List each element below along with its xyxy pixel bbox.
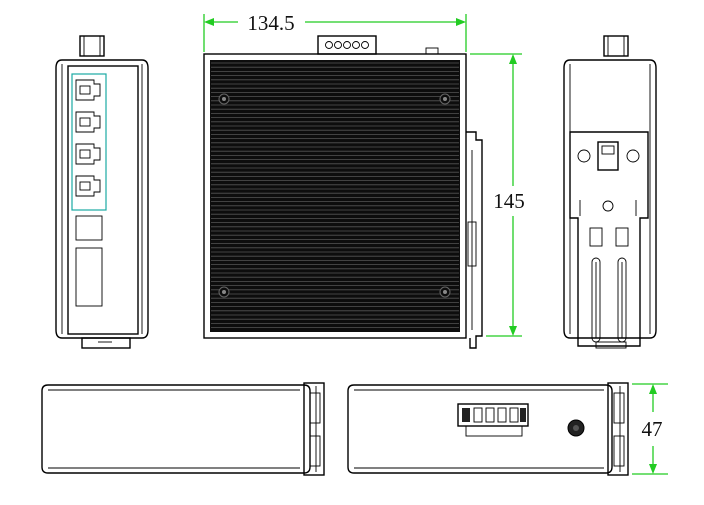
top-view <box>41 382 325 476</box>
bottom-end-clip <box>607 382 629 476</box>
rj45-port-2 <box>75 111 101 133</box>
bracket-latch <box>597 141 619 171</box>
rj45-port-4 <box>75 175 101 197</box>
depth-dimension-label: 47 <box>642 417 663 441</box>
front-panel <box>67 65 139 335</box>
heat-sink-body <box>203 53 467 339</box>
sfp-slot <box>75 247 103 307</box>
din-clip-profile <box>466 131 483 349</box>
front-bottom-clip <box>81 337 131 349</box>
port-block-highlight <box>71 73 107 211</box>
screw-top-right <box>439 93 451 105</box>
front-top-clip <box>79 35 105 57</box>
side-view <box>203 35 483 349</box>
screw-top-left <box>218 93 230 105</box>
screw-bottom-right <box>439 286 451 298</box>
height-dimension: 145 <box>470 53 525 337</box>
bottom-view <box>347 382 629 476</box>
front-view <box>55 35 149 349</box>
top-end-clip <box>303 382 325 476</box>
back-view <box>563 35 657 349</box>
screw-bottom-left <box>218 286 230 298</box>
width-dimension-label: 134.5 <box>247 11 294 35</box>
height-dimension-label: 145 <box>493 189 525 213</box>
led-panel <box>75 215 103 241</box>
terminal-block-top <box>317 35 377 55</box>
bracket-hole-right <box>626 149 640 163</box>
top-body-outline <box>41 384 311 474</box>
width-dimension: 134.5 <box>203 11 467 52</box>
din-rail-bracket <box>569 131 649 347</box>
rj45-port-1 <box>75 79 101 101</box>
fin-lines <box>211 62 459 329</box>
front-body-outline <box>55 59 149 339</box>
depth-dimension: 47 <box>632 383 668 475</box>
ground-screw <box>425 47 439 55</box>
bracket-hole-left <box>577 149 591 163</box>
bottom-body-outline <box>347 384 613 474</box>
back-top-clip <box>603 35 629 57</box>
back-body-outline <box>563 59 657 339</box>
rj45-port-3 <box>75 143 101 165</box>
